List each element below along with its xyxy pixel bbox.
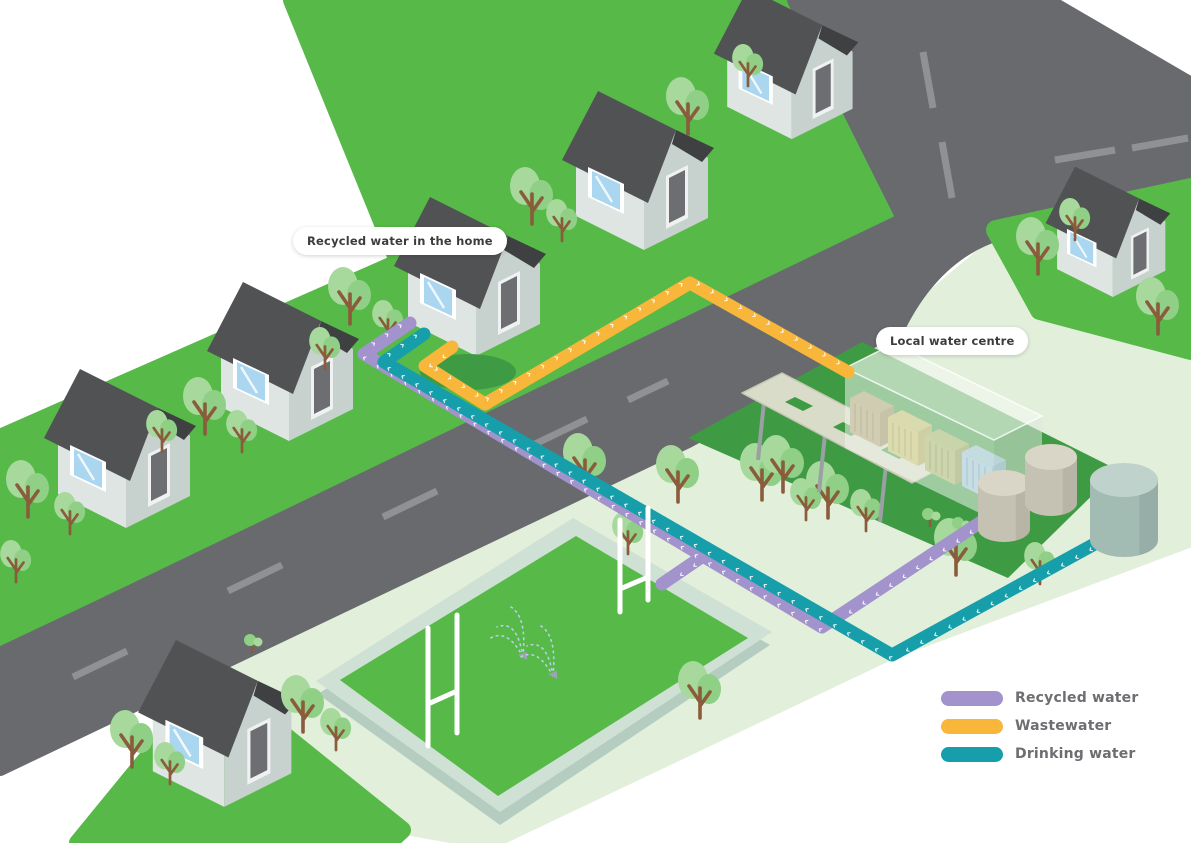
legend-swatch-drinking-water — [941, 746, 1003, 762]
road-lane-dash — [1054, 146, 1116, 164]
legend-item-recycled-water: Recycled water — [941, 688, 1138, 708]
canopy-leg — [878, 464, 888, 523]
legend-swatch-wastewater — [941, 718, 1003, 734]
road-lane-dash — [919, 51, 937, 109]
road-lane-dash — [938, 141, 956, 199]
legend-item-wastewater: Wastewater — [941, 716, 1138, 736]
storage-tank — [1090, 463, 1159, 557]
rugby-post — [617, 505, 651, 615]
wastewater-pipe — [418, 276, 855, 411]
canopy-leg — [756, 401, 766, 461]
road-lane-dash — [226, 561, 284, 595]
road-lane-dash — [1131, 134, 1189, 152]
recycled-water-pipe — [357, 316, 1000, 634]
legend-label-wastewater: Wastewater — [1015, 718, 1112, 734]
road-lane-dash — [626, 377, 670, 404]
rugby-post — [425, 612, 460, 749]
sprinkler — [518, 625, 557, 679]
glass-building-left — [845, 368, 994, 520]
legend-swatch-recycled-water — [941, 690, 1003, 706]
legend-item-drinking-water: Drinking water — [941, 744, 1138, 764]
label-local-water-centre: Local water centre — [876, 327, 1029, 355]
road-lane-dash — [381, 487, 439, 521]
storage-tank — [978, 470, 1031, 542]
road-lane-dash — [531, 415, 589, 449]
canopy-leg — [817, 433, 827, 493]
drinking-water-pipe — [377, 327, 1107, 662]
label-recycled-water-in-home: Recycled water in the home — [293, 227, 507, 255]
recycled-water-pipe-branch — [655, 549, 710, 591]
storage-tank — [1025, 444, 1078, 516]
legend-label-drinking-water: Drinking water — [1015, 746, 1136, 762]
legend-label-recycled-water: Recycled water — [1015, 690, 1139, 706]
canopy-hole — [785, 397, 813, 411]
road-lane-dash — [71, 647, 129, 681]
glass-building-roof — [843, 343, 1044, 441]
